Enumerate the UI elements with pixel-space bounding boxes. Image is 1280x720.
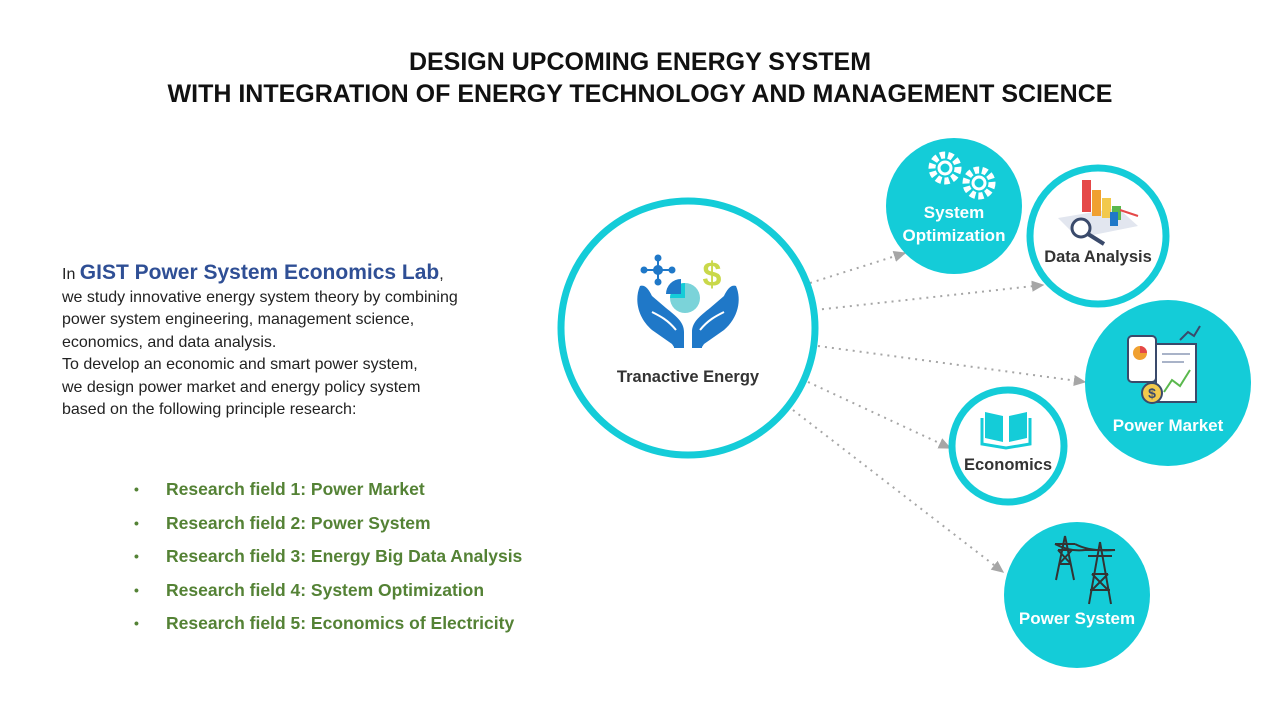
node-label-economics: Economics bbox=[963, 456, 1053, 474]
bullet-icon: • bbox=[134, 581, 139, 598]
research-field-label: Research field 1: Power Market bbox=[166, 479, 425, 499]
bullet-icon: • bbox=[134, 514, 139, 531]
research-field-item: • Research field 2: Power System bbox=[134, 510, 522, 544]
connector-system-optimization bbox=[809, 251, 907, 284]
connector-data-analysis bbox=[814, 280, 1045, 311]
bar-chart-magnifier-icon bbox=[1058, 180, 1139, 246]
title-line-1: DESIGN UPCOMING ENERGY SYSTEM bbox=[408, 48, 872, 76]
research-field-label: Research field 2: Power System bbox=[166, 512, 431, 533]
bullet-icon: • bbox=[134, 548, 139, 565]
intro-line: we design power market and energy policy… bbox=[62, 378, 421, 396]
research-field-item: • Research field 5: Economics of Electric… bbox=[134, 610, 522, 644]
svg-text:$: $ bbox=[1148, 385, 1156, 401]
intro-line: power system engineering, management sci… bbox=[62, 311, 415, 328]
gears-icon bbox=[928, 151, 996, 200]
intro-line: economics, and data analysis. bbox=[62, 333, 277, 351]
intro-line: we study innovative energy system theory… bbox=[62, 288, 458, 306]
intro-paragraph: In GIST Power System Economics Lab, we s… bbox=[62, 261, 562, 422]
connector-power-market bbox=[817, 345, 1087, 387]
svg-text:$: $ bbox=[703, 256, 722, 294]
intro-first-line: In GIST Power System Economics Lab, bbox=[62, 261, 562, 287]
node-label-power-market: Power Market bbox=[1112, 416, 1224, 435]
intro-line: To develop an economic and smart power s… bbox=[62, 356, 418, 373]
center-node-label: Tranactive Energy bbox=[616, 368, 760, 386]
intro-prefix: In bbox=[62, 266, 80, 283]
bullet-icon: • bbox=[134, 481, 139, 497]
research-field-label: Research field 5: Economics of Electrici… bbox=[166, 613, 515, 634]
node-data-analysis bbox=[1026, 164, 1170, 308]
intro-line: based on the following principle researc… bbox=[62, 401, 357, 418]
node-label-system-optimization: System Optimization bbox=[884, 201, 1024, 247]
market-chart-icon: $ bbox=[1127, 325, 1201, 404]
lab-name: GIST Power System Economics Lab bbox=[79, 261, 440, 284]
page-title: DESIGN UPCOMING ENERGY SYSTEM WITH INTEG… bbox=[0, 46, 1280, 110]
intro-suffix: , bbox=[439, 266, 444, 283]
research-field-item: • Research field 4: System Optimization bbox=[134, 577, 522, 611]
open-book-icon bbox=[980, 412, 1032, 450]
research-field-item: • Research field 3: Energy Big Data Analy… bbox=[134, 543, 522, 577]
center-node: $ bbox=[557, 197, 819, 459]
research-field-list: • Research field 1: Power Market • Researc… bbox=[134, 476, 522, 644]
research-field-label: Research field 3: Energy Big Data Analys… bbox=[166, 546, 523, 567]
node-power-system bbox=[1004, 522, 1150, 668]
node-label-power-system: Power System bbox=[1018, 609, 1136, 628]
transmission-tower-icon bbox=[1054, 535, 1116, 605]
title-line-2: WITH INTEGRATION OF ENERGY TECHNOLOGY AN… bbox=[167, 80, 1113, 108]
node-label-data-analysis: Data Analysis bbox=[1044, 248, 1152, 266]
bullet-icon: • bbox=[134, 615, 139, 632]
node-label-line: Optimization bbox=[902, 226, 1006, 245]
research-field-item: • Research field 1: Power Market bbox=[134, 476, 522, 510]
node-economics bbox=[948, 386, 1068, 506]
node-label-line: System bbox=[923, 203, 985, 222]
node-power-market: $ bbox=[1085, 300, 1251, 466]
research-field-label: Research field 4: System Optimization bbox=[166, 579, 485, 600]
energy-hands-icon: $ bbox=[637, 254, 739, 348]
node-system-optimization bbox=[886, 138, 1022, 274]
connector-economics bbox=[807, 381, 952, 449]
